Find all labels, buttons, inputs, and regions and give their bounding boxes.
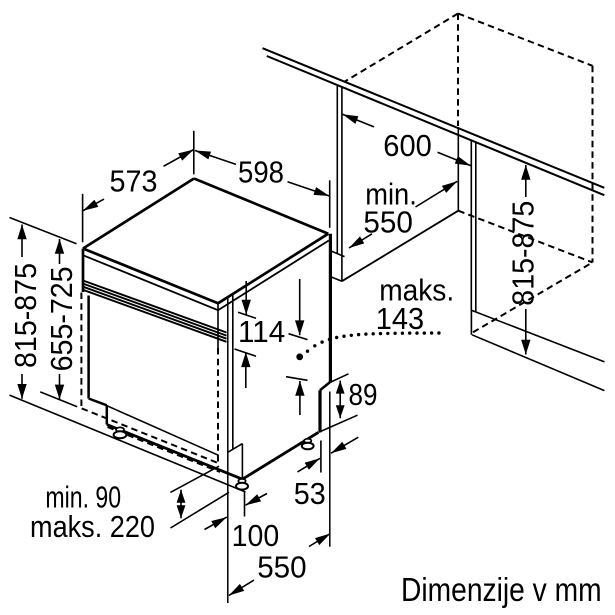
svg-text:maks. 220: maks. 220 [30,509,155,544]
svg-text:550: 550 [363,205,413,240]
svg-text:53: 53 [294,476,326,511]
svg-text:Dimenzije v mm: Dimenzije v mm [401,571,602,608]
svg-text:598: 598 [238,154,284,189]
svg-text:maks.: maks. [379,272,454,307]
svg-text:min.: min. [365,177,417,212]
svg-text:143: 143 [376,301,424,336]
svg-text:114: 114 [238,314,285,349]
svg-text:550: 550 [257,549,306,584]
svg-text:100: 100 [232,518,280,553]
svg-text:655-725: 655-725 [44,266,79,371]
svg-text:573: 573 [110,164,158,199]
svg-text:815-875: 815-875 [8,263,43,368]
svg-text:600: 600 [383,128,432,163]
svg-text:89: 89 [349,377,378,412]
svg-text:min. 90: min. 90 [45,479,121,514]
svg-text:815-875: 815-875 [506,201,541,306]
